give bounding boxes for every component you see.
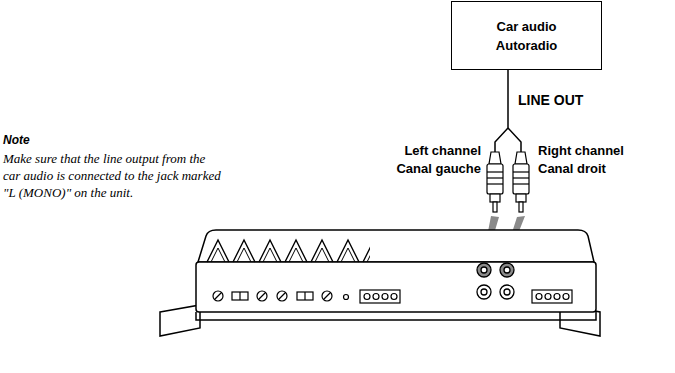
head-unit-box: Car audio Autoradio <box>451 1 602 70</box>
rca-jack <box>477 263 514 299</box>
control-panel <box>213 290 572 303</box>
channel-label: Left channel <box>404 143 481 158</box>
channel-label: Canal gauche <box>396 161 481 176</box>
rca-plug <box>487 152 503 212</box>
rca-plug <box>513 152 529 212</box>
signal-name: LINE OUT <box>518 92 583 108</box>
note-text: Make sure that the line output from the … <box>3 150 221 201</box>
channel-label: Right channel <box>538 143 624 158</box>
channel-label: Canal droit <box>538 161 606 176</box>
note-heading: Note <box>3 133 30 147</box>
line-out-cable <box>495 70 521 152</box>
amplifier-unit <box>160 230 600 336</box>
box-label: Car audio Autoradio <box>472 17 582 55</box>
